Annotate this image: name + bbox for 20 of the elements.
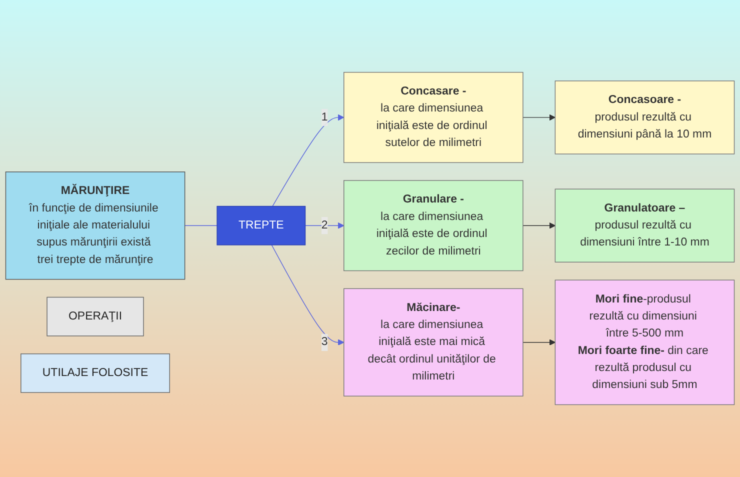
node-box: Concasoare - produsul rezultă cu dimensiuni până la 10 mm: [554, 80, 735, 154]
edge-label: 2: [321, 219, 328, 232]
connector: [184, 225, 218, 226]
arrow: [272, 114, 344, 207]
arrow: [522, 114, 556, 121]
node-box: Concasare - la care dimensiunea iniţială este de ordinul sutelor de milimetri: [344, 72, 524, 163]
edge-label: 3: [321, 336, 328, 348]
arrow: [522, 222, 556, 229]
node-box: Granulare - la care dimensiunea iniţială este de ordinul zecilor de milimetri: [344, 180, 524, 272]
arrow: [522, 339, 556, 346]
arrow: [304, 222, 344, 229]
node-box: TREPTE: [216, 206, 306, 246]
edge-label: 1: [321, 110, 328, 124]
arrow: [271, 244, 344, 346]
node-box: MĂRUNŢIRE în funcţie de dimensiunile iniţiale ale materialului supus mărunţirii există trei trepte de mărunţire: [5, 172, 186, 280]
node-box: Mori fine-produsul rezultă cu dimensiuni între 5-500 mm Mori foarte fine- din care rezultă produsul cu dimensiuni sub 5mm: [554, 280, 735, 406]
node-box: UTILAJE FOLOSITE: [20, 353, 170, 393]
node-box: Granulatoare – produsul rezultă cu dimensiuni între 1-10 mm: [554, 188, 735, 262]
node-box: Măcinare- la care dimensiunea iniţială este mai mică decât ordinul unităţilor de milimetri: [344, 288, 524, 396]
node-box: OPERAŢII: [46, 296, 144, 336]
